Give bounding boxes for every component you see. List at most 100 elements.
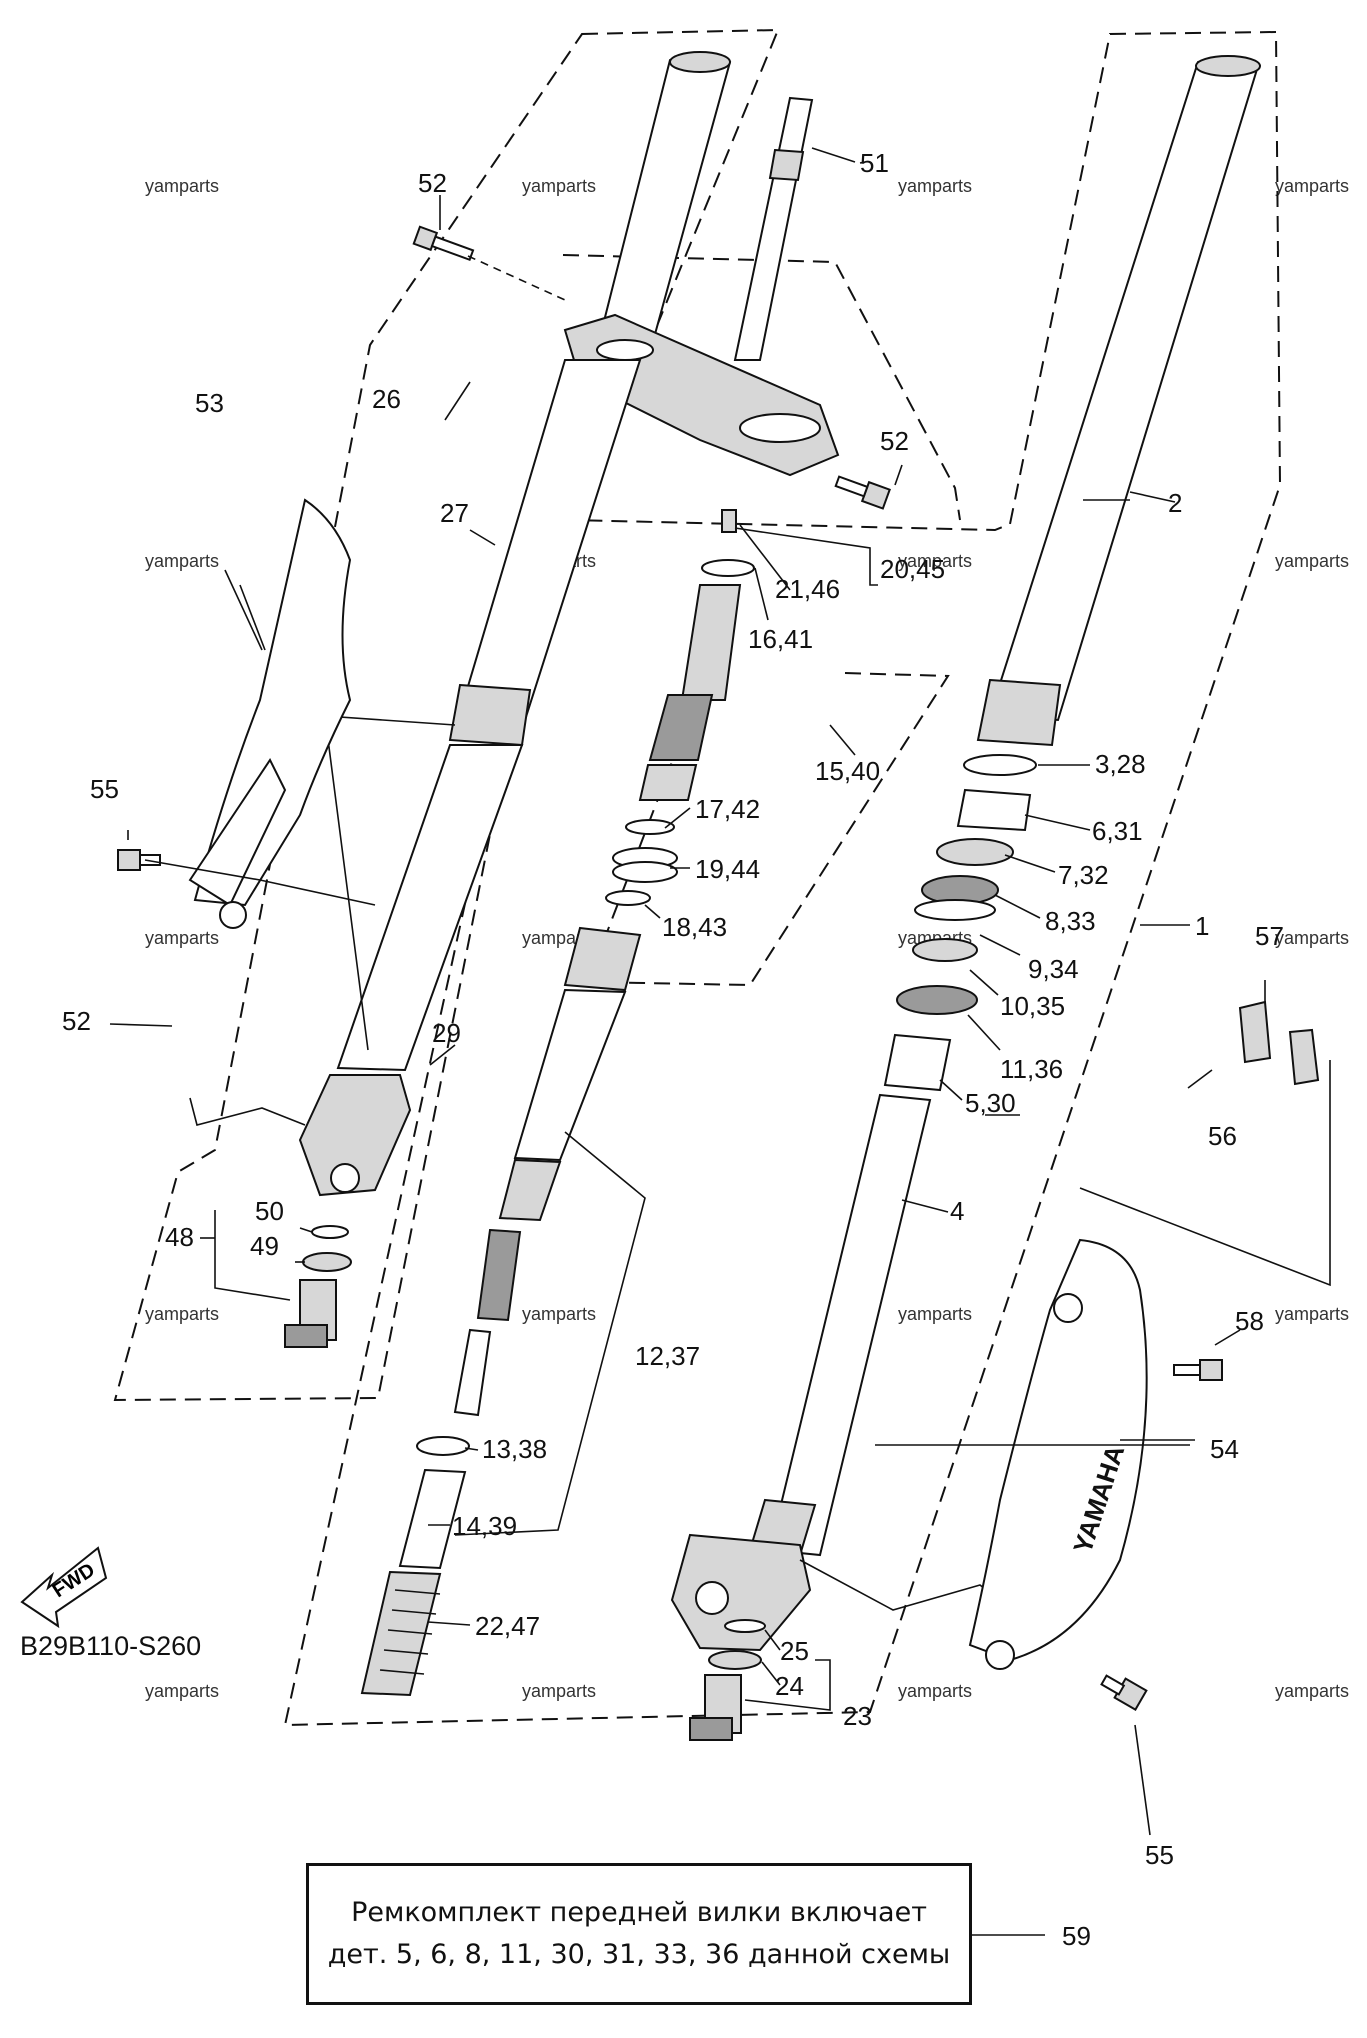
callout-leaders <box>109 147 1266 1936</box>
callout: 16,41 <box>748 624 813 654</box>
watermark: yamparts <box>145 928 219 948</box>
watermark: yamparts <box>898 1304 972 1324</box>
bushing-5 <box>883 1033 952 1092</box>
stem-thread <box>768 148 805 182</box>
callout: 23 <box>843 1701 872 1731</box>
watermark: yamparts <box>898 176 972 196</box>
fwd-arrow-icon: FWD <box>20 1546 108 1629</box>
bracket-56 <box>1288 1028 1320 1086</box>
o-ring-25 <box>724 1619 766 1633</box>
callout: 59 <box>1062 1921 1091 1951</box>
callout: 54 <box>1210 1434 1239 1464</box>
callout: 53 <box>195 388 224 418</box>
cartridge-assembly <box>360 926 646 1697</box>
watermark: yamparts <box>145 1304 219 1324</box>
fork-spring-22 <box>360 1570 442 1697</box>
clamp-hole <box>596 339 654 361</box>
right-tube-cap <box>1195 55 1261 77</box>
watermark: yamparts <box>145 551 219 571</box>
watermark: yamparts <box>1275 928 1349 948</box>
callout: 49 <box>250 1231 279 1261</box>
triple-clamp-outline <box>562 254 961 521</box>
callout: 55 <box>90 774 119 804</box>
callout: 11,36 <box>1000 1054 1063 1084</box>
steering-stem <box>733 96 814 361</box>
cartridge-rod <box>498 1158 562 1222</box>
o-ring-50 <box>311 1225 349 1239</box>
kit-note-line-1: Ремкомплект передней вилки включает <box>351 1897 927 1928</box>
left-fork-assembly <box>189 51 891 1348</box>
rod-lower <box>476 1228 522 1322</box>
callout: 6,31 <box>1092 816 1143 846</box>
diagram-code: B29B110-S260 <box>20 1631 201 1661</box>
callout: 9,34 <box>1028 954 1079 984</box>
leader <box>189 1097 306 1126</box>
watermark: yamparts <box>145 1681 219 1701</box>
callout: 25 <box>780 1636 809 1666</box>
callout: 12,37 <box>635 1341 700 1371</box>
bracket-57 <box>1238 1000 1272 1064</box>
bolt-leader <box>467 255 566 301</box>
callout: 17,42 <box>695 794 760 824</box>
piston <box>638 764 698 801</box>
spring-seat-14 <box>398 1468 467 1570</box>
callout: 24 <box>775 1671 804 1701</box>
callout: 13,38 <box>482 1434 547 1464</box>
right-fork-assembly <box>670 55 1261 1741</box>
callout: 14,39 <box>452 1511 517 1541</box>
damper-body <box>648 694 714 761</box>
callout: 52 <box>62 1006 91 1036</box>
cartridge-cap <box>563 926 642 992</box>
bolt-52-right <box>834 475 891 510</box>
watermark: yamparts <box>522 1681 596 1701</box>
right-dust-seal <box>976 678 1062 747</box>
callout: 4 <box>950 1196 964 1226</box>
callout: 56 <box>1208 1121 1237 1151</box>
clip-3 <box>963 754 1037 776</box>
repair-kit-note: Ремкомплект передней вилки включает дет.… <box>306 1863 972 2005</box>
callout: 10,35 <box>1000 991 1065 1021</box>
callout: 20,45 <box>880 554 945 584</box>
callout: 58 <box>1235 1306 1264 1336</box>
callout: 52 <box>880 426 909 456</box>
valve-21 <box>721 509 737 533</box>
kit-note-line-2: дет. 5, 6, 8, 11, 30, 31, 33, 36 данной … <box>327 1939 951 1970</box>
callout: 7,32 <box>1058 860 1109 890</box>
fork-guard-right-54: YAMAHA <box>968 1000 1331 1712</box>
left-outer-tube <box>336 744 524 1072</box>
callout: 50 <box>255 1196 284 1226</box>
left-tube-cap <box>669 51 731 73</box>
right-fork-outline <box>283 30 1282 1727</box>
cartridge-tube <box>513 988 627 1162</box>
fork-guard-left-53 <box>117 498 376 929</box>
left-dust-seal <box>448 683 532 747</box>
watermark: yamparts <box>145 176 219 196</box>
callout: 8,33 <box>1045 906 1096 936</box>
watermark: yamparts <box>1275 176 1349 196</box>
bolt-55-left <box>117 849 161 871</box>
callout: 2 <box>1168 488 1182 518</box>
leader <box>144 859 376 906</box>
bolt-55-right <box>1100 1674 1148 1712</box>
watermark: yamparts <box>1275 1304 1349 1324</box>
callout: 19,44 <box>695 854 760 884</box>
washer-24 <box>708 1650 762 1670</box>
watermark: yamparts <box>898 1681 972 1701</box>
callout: 57 <box>1255 921 1284 951</box>
left-outer-tube-top <box>596 53 732 351</box>
callout: 3,28 <box>1095 749 1146 779</box>
callout: 5,30 <box>965 1088 1016 1118</box>
right-inner-tube <box>988 55 1260 722</box>
damper-assembly <box>605 509 755 906</box>
bolt-52-top <box>412 225 475 262</box>
callout: 29 <box>432 1018 461 1048</box>
callout: 15,40 <box>815 756 880 786</box>
watermark: yamparts <box>522 1304 596 1324</box>
washer-7 <box>936 838 1014 866</box>
callout: 48 <box>165 1222 194 1252</box>
leader <box>454 1131 646 1536</box>
seal-11 <box>896 985 978 1015</box>
clamp-hole <box>739 413 821 443</box>
